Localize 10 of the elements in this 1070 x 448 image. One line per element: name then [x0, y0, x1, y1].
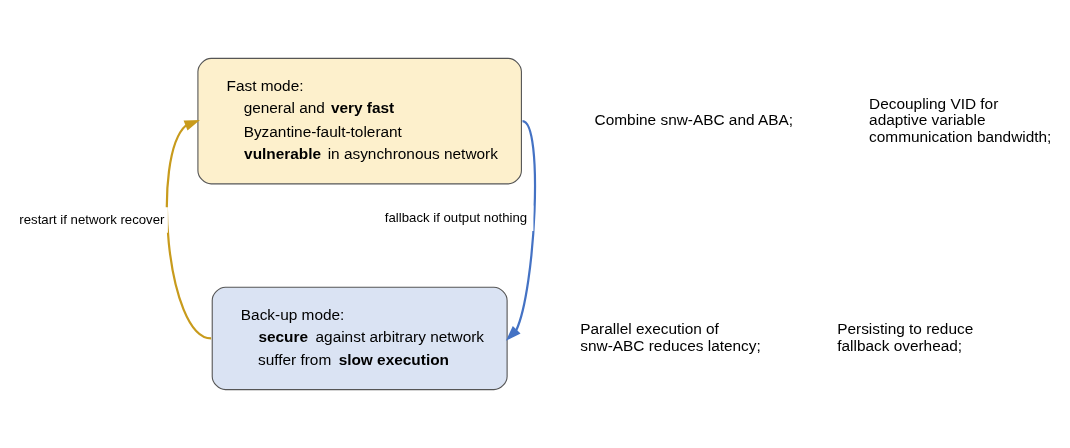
arrow	[505, 120, 537, 341]
node-box: Fast mode: general and very fast Byzantine-fault-tolerant vulnerable in asynchronous network	[197, 57, 522, 185]
node-box: Back-up mode: secure against arbitrary network suffer from slow execution	[211, 286, 508, 391]
label: Combine snw-ABC and ABA;	[594, 111, 794, 129]
label: Persisting to reduce fallback overhead;	[837, 320, 974, 354]
edge-label: fallback if output nothing	[384, 210, 528, 226]
label: Parallel execution of snw-ABC reduces latency;	[580, 320, 761, 354]
arrow	[166, 119, 212, 340]
edge-label: restart if network recover	[19, 211, 165, 227]
label: Decoupling VID for adaptive variable communication bandwidth;	[869, 94, 1052, 145]
